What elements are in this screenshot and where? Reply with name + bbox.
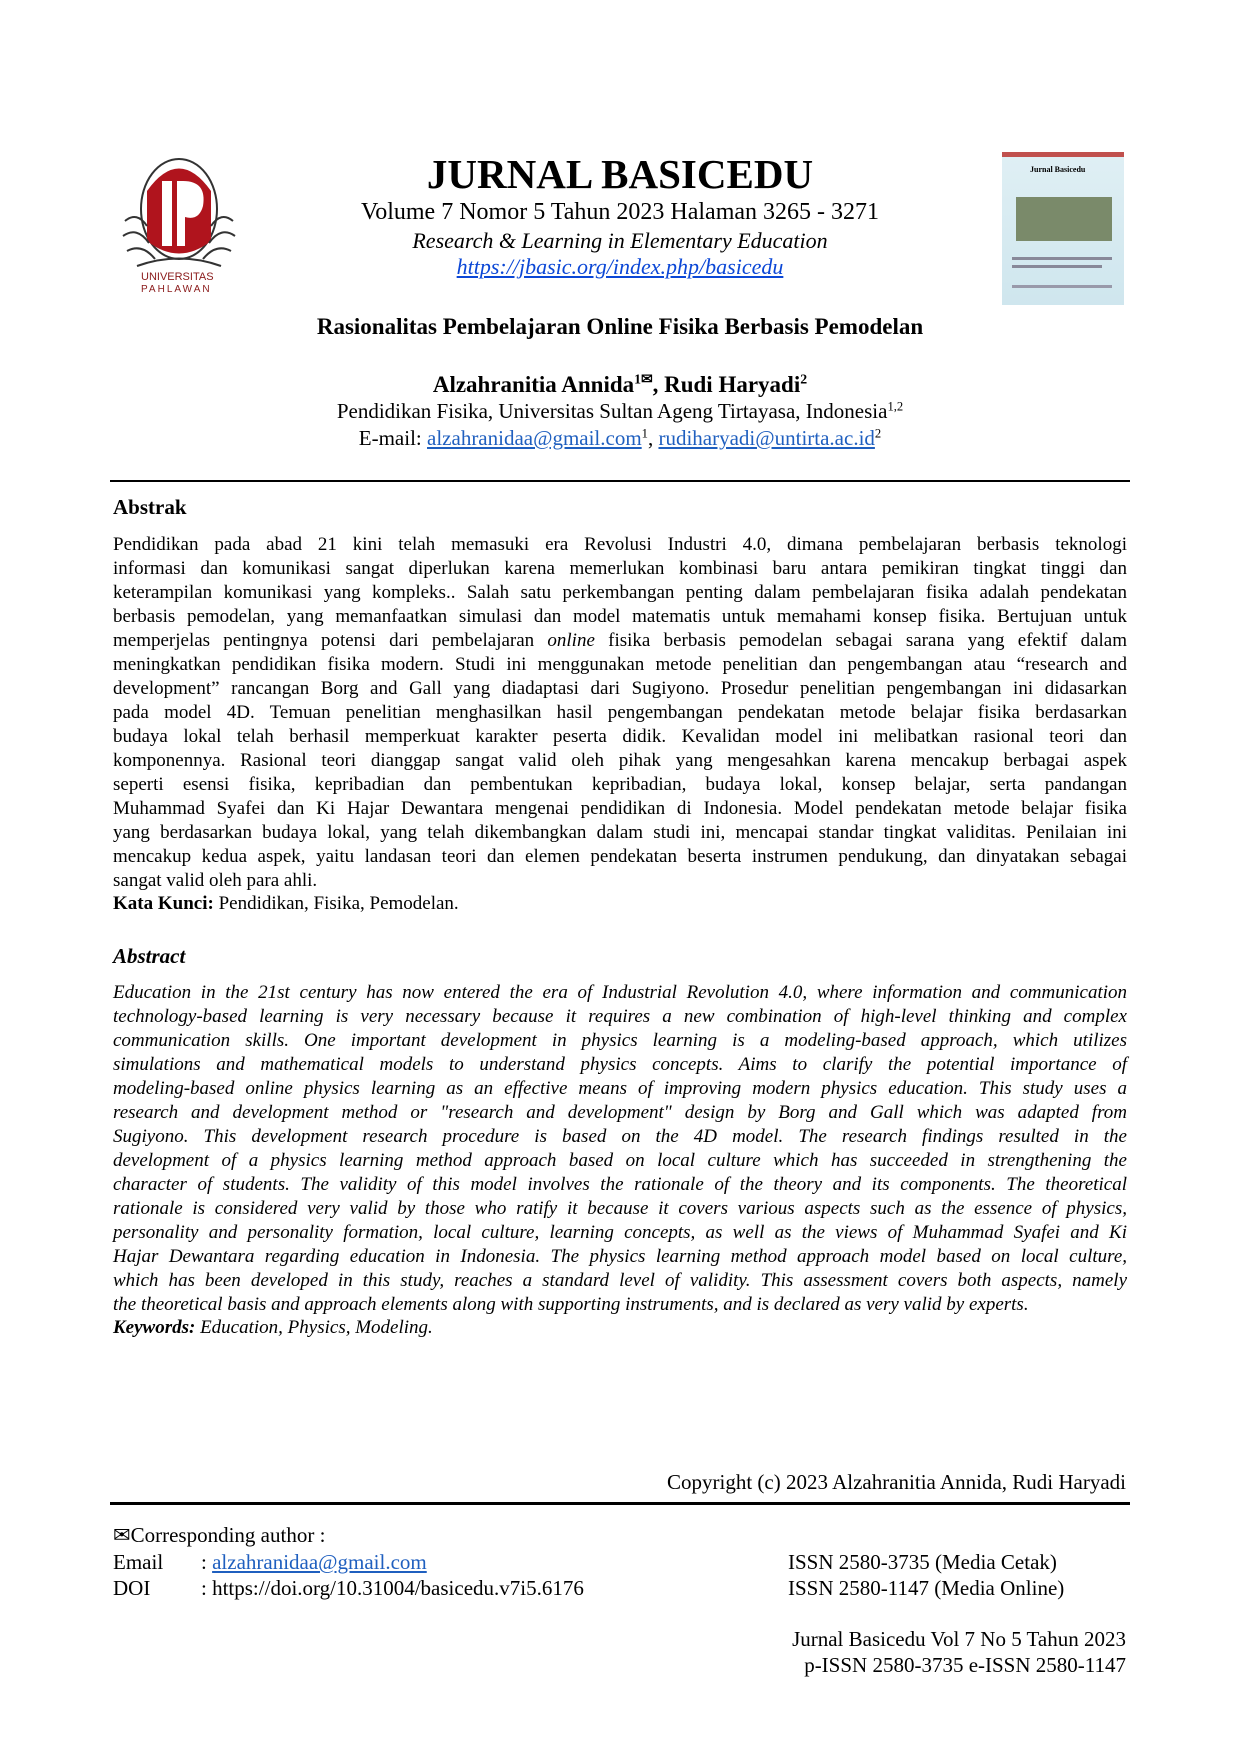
corresponding-email-link[interactable]: alzahranidaa@gmail.com xyxy=(212,1550,427,1574)
paragraph-line: meningkatkan pendidikan fisika modern. S… xyxy=(113,654,1127,675)
paragraph-line: rationale is considered very valid by th… xyxy=(113,1198,1127,1219)
abstract-keywords: Keywords: Education, Physics, Modeling. xyxy=(113,1317,433,1339)
footer-email-row: Email: alzahranidaa@gmail.com xyxy=(113,1549,427,1575)
paragraph-line: yang berdasarkan budaya lokal, yang tela… xyxy=(113,822,1127,843)
paragraph-line: modeling-based online physics learning a… xyxy=(113,1078,1127,1099)
cover-text-line xyxy=(1012,257,1112,260)
paragraph-line: simulations and mathematical models to u… xyxy=(113,1054,1127,1075)
paragraph-line: pada model 4D. Temuan penelitian menghas… xyxy=(113,702,1127,723)
paragraph-line: budaya lokal telah berhasil memperkuat k… xyxy=(113,726,1127,747)
author-separator: , xyxy=(652,372,665,397)
article-title: Rasionalitas Pembelajaran Online Fisika … xyxy=(316,314,924,339)
journal-title: JURNAL BASICEDU xyxy=(426,151,814,197)
author-2: Rudi Haryadi xyxy=(664,372,801,397)
paragraph-line: the theoretical basis and approach eleme… xyxy=(113,1294,1029,1315)
paragraph-line: berbasis pemodelan, yang memanfaatkan si… xyxy=(113,606,1127,627)
envelope-icon: ✉ xyxy=(113,1523,131,1547)
email-link-1[interactable]: alzahranidaa@gmail.com xyxy=(427,426,642,450)
paragraph-line: Muhammad Syafei dan Ki Hajar Dewantara m… xyxy=(113,798,1127,819)
header-divider xyxy=(110,480,1130,482)
affiliation: Pendidikan Fisika, Universitas Sultan Ag… xyxy=(0,399,1240,424)
footer-divider xyxy=(110,1502,1130,1505)
abstract-body: Education in the 21st century has now en… xyxy=(113,981,1127,1317)
corresponding-label: Corresponding author : xyxy=(130,1523,326,1547)
paragraph-line: Pendidikan pada abad 21 kini telah memas… xyxy=(113,534,1127,555)
corresponding-author: ✉Corresponding author : xyxy=(113,1522,325,1548)
journal-url-row: https://jbasic.org/index.php/basicedu xyxy=(0,254,1240,280)
affiliation-sup: 1,2 xyxy=(887,399,904,414)
author-1-sup: 1 xyxy=(634,371,642,387)
journal-subtitle: Research & Learning in Elementary Educat… xyxy=(412,228,828,253)
author-1: Alzahranitia Annida xyxy=(432,372,635,397)
paragraph-line: which has been developed in this study, … xyxy=(113,1270,1127,1291)
paragraph-line: Sugiyono. This development research proc… xyxy=(113,1126,1127,1147)
cover-photo xyxy=(1016,197,1112,241)
paragraph-line: technology-based learning is very necess… xyxy=(113,1006,1127,1027)
abstract-heading: Abstract xyxy=(113,944,186,968)
cover-title: Jurnal Basicedu xyxy=(1030,165,1086,174)
envelope-icon: ✉ xyxy=(641,371,653,387)
author-2-sup: 2 xyxy=(800,371,808,387)
logo-text-pahlawan: PAHLAWAN xyxy=(141,284,212,295)
paragraph-line: Hajar Dewantara regarding education in I… xyxy=(113,1246,1127,1267)
paragraph-line: development of a physics learning method… xyxy=(113,1150,1127,1171)
issn-print: ISSN 2580-3735 (Media Cetak) xyxy=(788,1550,1057,1574)
footer-doi-row: DOI: https://doi.org/10.31004/basicedu.v… xyxy=(113,1575,584,1601)
keywords-label: Kata Kunci: xyxy=(113,893,214,914)
doi-value: https://doi.org/10.31004/basicedu.v7i5.6… xyxy=(212,1576,584,1600)
author-emails: E-mail: alzahranidaa@gmail.com1, rudihar… xyxy=(358,426,882,450)
affiliation-text: Pendidikan Fisika, Universitas Sultan Ag… xyxy=(336,399,888,423)
keywords-label: Keywords: xyxy=(113,1317,196,1338)
paragraph-line: development” rancangan Borg and Gall yan… xyxy=(113,678,1127,699)
paragraph-line: informasi dan komunikasi sangat diperluk… xyxy=(113,558,1127,579)
journal-url-link[interactable]: https://jbasic.org/index.php/basicedu xyxy=(456,254,784,279)
volume-line: Volume 7 Nomor 5 Tahun 2023 Halaman 3265… xyxy=(360,199,880,225)
paragraph-line: komponennya. Rasional teori dianggap san… xyxy=(113,750,1127,771)
abstrak-heading: Abstrak xyxy=(113,495,187,519)
paragraph-line: mencakup kedua aspek, yaitu landasan teo… xyxy=(113,846,1127,867)
abstrak-body: Pendidikan pada abad 21 kini telah memas… xyxy=(113,533,1127,893)
running-footer-2: p-ISSN 2580-3735 e-ISSN 2580-1147 xyxy=(804,1653,1126,1677)
paragraph-line: seperti esensi fisika, kepribadian dan p… xyxy=(113,774,1127,795)
email-row-sep: : xyxy=(201,1550,213,1574)
keywords-text: Pendidikan, Fisika, Pemodelan. xyxy=(213,893,459,914)
doi-sep: : xyxy=(201,1576,213,1600)
copyright: Copyright (c) 2023 Alzahranitia Annida, … xyxy=(667,1470,1126,1494)
paragraph-line: character of students. The validity of t… xyxy=(113,1174,1127,1195)
email-1-sup: 1 xyxy=(641,426,648,441)
abstrak-keywords: Kata Kunci: Pendidikan, Fisika, Pemodela… xyxy=(113,893,459,915)
issn-online: ISSN 2580-1147 (Media Online) xyxy=(788,1576,1065,1600)
authors: Alzahranitia Annida1✉, Rudi Haryadi2 xyxy=(0,372,1240,398)
doi-label: DOI xyxy=(113,1576,151,1600)
paragraph-line: sangat valid oleh para ahli. xyxy=(113,870,318,891)
university-logo: UNIVERSITAS PAHLAWAN xyxy=(117,151,241,301)
cover-text-line xyxy=(1012,285,1112,288)
running-footer-1: Jurnal Basicedu Vol 7 No 5 Tahun 2023 xyxy=(792,1627,1126,1651)
email-row-label: Email xyxy=(113,1550,164,1574)
cover-text-line xyxy=(1012,265,1102,268)
journal-cover-thumbnail: Jurnal Basicedu xyxy=(1002,152,1124,305)
paragraph-line: memperjelas pentingnya potensi dari pemb… xyxy=(113,630,1127,651)
email-2-sup: 2 xyxy=(874,426,882,441)
keywords-text: Education, Physics, Modeling. xyxy=(195,1317,433,1338)
email-link-2[interactable]: rudiharyadi@untirta.ac.id xyxy=(658,426,875,450)
paragraph-line: communication skills. One important deve… xyxy=(113,1030,1127,1051)
paragraph-line: research and development method or "rese… xyxy=(113,1102,1127,1123)
paragraph-line: Education in the 21st century has now en… xyxy=(113,982,1127,1003)
email-label: E-mail: xyxy=(358,426,428,450)
paragraph-line: keterampilan komunikasi yang kompleks.. … xyxy=(113,582,1127,603)
logo-text-universitas: UNIVERSITAS xyxy=(141,271,214,283)
paragraph-line: personality and personality formation, l… xyxy=(113,1222,1127,1243)
